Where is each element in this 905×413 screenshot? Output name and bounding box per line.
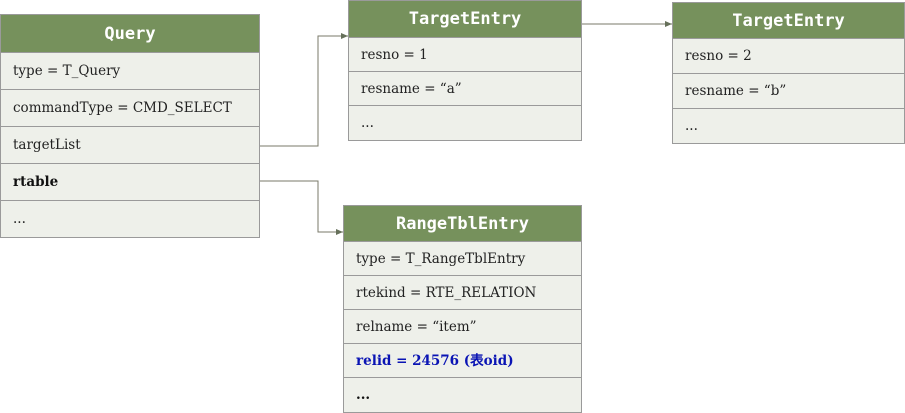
rangetblentry-field-more: ... bbox=[356, 387, 371, 403]
targetlist-to-targetentry-1-connector bbox=[260, 33, 348, 147]
targetentry-1-field-more: ... bbox=[361, 115, 374, 131]
rtable-to-rangetblentry-connector bbox=[260, 180, 343, 235]
query-node: Query type = T_Query commandType = CMD_S… bbox=[0, 14, 260, 238]
targetentry-1-field-resno: resno = 1 bbox=[349, 38, 581, 72]
query-field-targetlist: targetList bbox=[1, 127, 259, 164]
targetentry-1-title: TargetEntry bbox=[349, 1, 581, 38]
rangetblentry-field-rtekind: rtekind = RTE_RELATION bbox=[344, 276, 581, 310]
query-node-title: Query bbox=[1, 15, 259, 53]
rangetblentry-title: RangeTblEntry bbox=[344, 206, 581, 242]
targetentry-2-field-resno: resno = 2 bbox=[673, 39, 904, 74]
rangetblentry-node: RangeTblEntry type = T_RangeTblEntry rte… bbox=[343, 205, 582, 413]
targetentry-2-field-more: ... bbox=[685, 118, 698, 134]
targetentry-1-field-resname: resname = “a” bbox=[349, 72, 581, 106]
targetentry-1-node: TargetEntry resno = 1 resname = “a” ... bbox=[348, 0, 582, 141]
rangetblentry-field-relname: relname = “item” bbox=[344, 310, 581, 344]
query-field-more: ... bbox=[13, 211, 26, 227]
targetentry-2-node: TargetEntry resno = 2 resname = “b” ... bbox=[672, 2, 905, 144]
targetentry-2-title: TargetEntry bbox=[673, 3, 904, 39]
query-field-type: type = T_Query bbox=[1, 53, 259, 90]
targetentry-2-field-resname: resname = “b” bbox=[673, 74, 904, 109]
rangetblentry-field-type: type = T_RangeTblEntry bbox=[344, 242, 581, 276]
query-field-commandtype: commandType = CMD_SELECT bbox=[1, 90, 259, 127]
rangetblentry-field-relid: relid = 24576 (表oid) bbox=[344, 344, 581, 378]
query-field-rtable: rtable bbox=[1, 164, 259, 201]
